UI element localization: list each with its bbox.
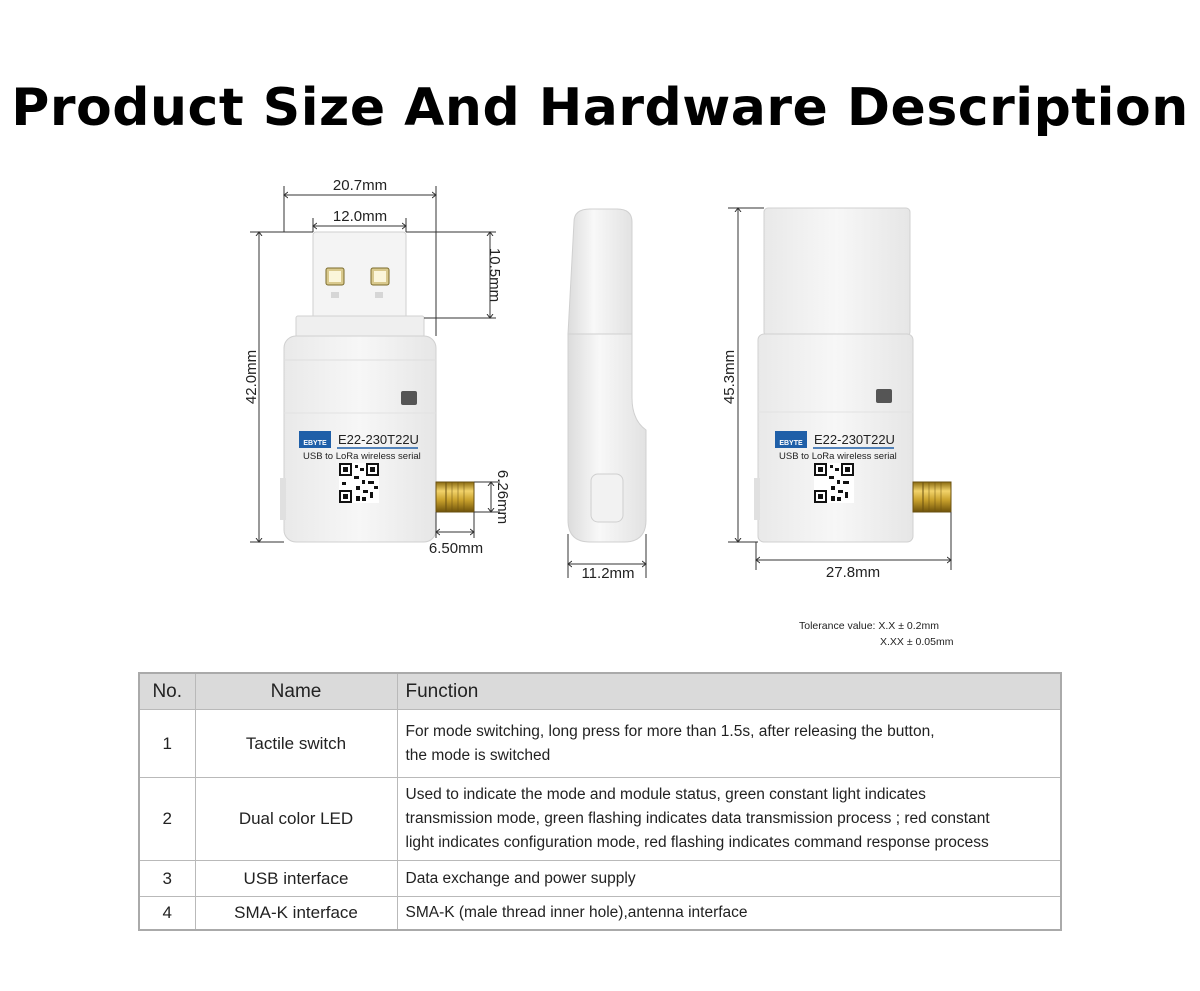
table-row: 4 SMA-K interface SMA-K (male thread inn… [138,896,1062,930]
subtitle-text-front: USB to LoRa wireless serial [303,451,421,462]
row-name: USB interface [194,860,398,897]
row-name: Tactile switch [194,709,398,778]
table-header-row: No. Name Function [138,672,1062,710]
model-text-front: E22-230T22U [338,432,419,447]
row-function: SMA-K (male thread inner hole),antenna i… [396,896,1062,930]
qr-code-front [339,463,379,503]
page-title: Product Size And Hardware Description [11,78,1189,138]
dim-front-width: 20.7mm [333,177,387,194]
header-name: Name [194,672,398,710]
dim-thickness: 11.2mm [581,565,634,582]
brand-text-back: EBYTE [779,440,803,447]
row-no: 1 [138,709,196,778]
qr-code-back [814,463,854,503]
tolerance-line-2: X.XX ± 0.05mm [880,636,954,648]
brand-text: EBYTE [303,440,327,447]
sma-connector-front [435,481,475,513]
table-row: 3 USB interface Data exchange and power … [138,860,1062,897]
tolerance-line-1: Tolerance value: X.X ± 0.2mm [799,620,939,632]
function-line: Data exchange and power supply [405,869,636,887]
row-function: For mode switching, long press for more … [396,709,1062,778]
row-name: SMA-K interface [194,896,398,930]
dim-back-height: 45.3mm [721,350,738,404]
subtitle-text-back: USB to LoRa wireless serial [779,451,897,462]
function-line: Used to indicate the mode and module sta… [405,786,926,803]
dim-usb-width: 12.0mm [333,208,387,225]
header-function: Function [396,672,1062,710]
row-no: 3 [138,860,196,897]
row-function: Used to indicate the mode and module sta… [396,777,1062,861]
function-line: For mode switching, long press for more … [405,722,935,740]
sma-connector-back [912,481,952,513]
front-view: EBYTE E22-230T22U USB to LoRa wireless s… [280,231,475,543]
function-line: transmission mode, green flashing indica… [405,810,990,827]
row-name: Dual color LED [194,777,398,861]
dim-usb-height: 10.5mm [486,248,503,302]
dim-sma-length: 6.50mm [429,540,483,557]
row-no: 4 [138,896,196,930]
row-function: Data exchange and power supply [396,860,1062,897]
dim-back-width: 27.8mm [826,564,880,581]
function-line: the mode is switched [405,746,551,764]
back-view: EBYTE E22-230T22U USB to LoRa wireless s… [754,207,952,543]
led-indicator [401,391,417,405]
dim-total-height: 42.0mm [243,350,260,404]
table-row: 2 Dual color LED Used to indicate the mo… [138,777,1062,861]
dim-sma-height: 6.26mm [494,470,511,524]
row-no: 2 [138,777,196,861]
hardware-description-table: No. Name Function 1 Tactile switch For m… [138,672,1062,931]
function-line: light indicates configuration mode, red … [405,834,989,851]
side-view [567,208,647,543]
model-text-back: E22-230T22U [814,432,895,447]
tactile-switch [590,473,624,523]
table-row: 1 Tactile switch For mode switching, lon… [138,709,1062,778]
function-line: SMA-K (male thread inner hole),antenna i… [405,903,748,921]
header-no: No. [138,672,196,710]
ebyte-logo [299,431,331,448]
